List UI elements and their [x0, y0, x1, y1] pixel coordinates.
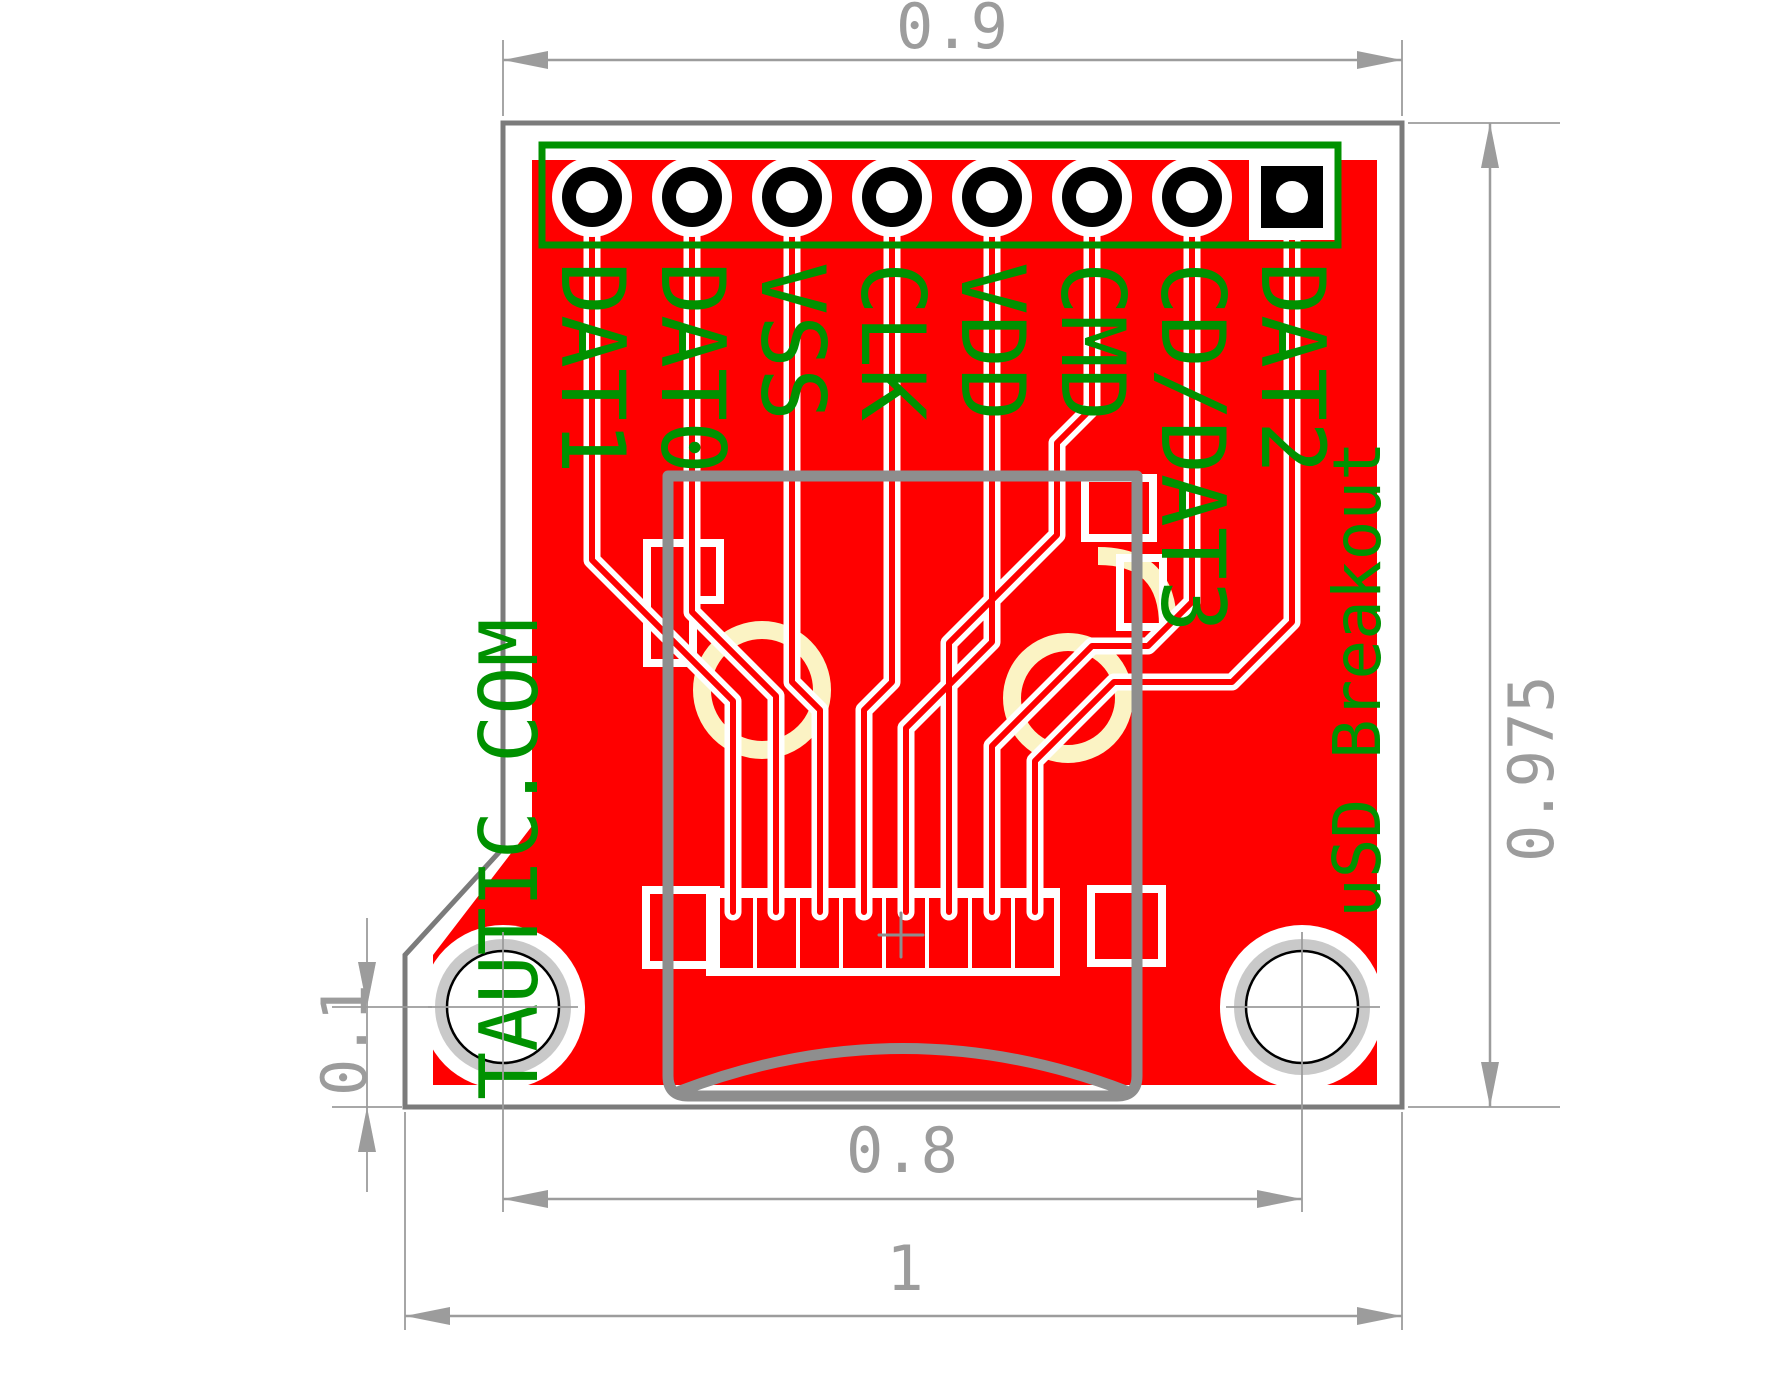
trace-cd-dat3 — [989, 194, 1195, 915]
dim-board-height: 0.975 — [1408, 122, 1568, 1108]
socket-origin-cross — [877, 911, 925, 959]
pin-labels: DAT1 DAT0 VSS CLK VDD CMD CD/DAT3 DAT2 — [541, 262, 1344, 633]
pin-label-dat1: DAT1 — [541, 262, 644, 474]
dim-top-width-value: 0.9 — [896, 0, 1008, 63]
card-edge-arc — [674, 1043, 1132, 1097]
header-pins — [552, 154, 1335, 240]
brand-silkscreen-text: TAUTIC.COM — [463, 618, 556, 1100]
pin-label-dat2: DAT2 — [1241, 262, 1344, 474]
trace-vss — [789, 194, 823, 915]
pin-label-vdd: VDD — [941, 262, 1044, 421]
dim-board-width-value: 1 — [886, 1232, 923, 1305]
header-silkscreen-box — [538, 141, 1342, 249]
docu-layer-marks — [693, 547, 1177, 763]
pin-label-cd-dat3: CD/DAT3 — [1141, 262, 1244, 633]
trace-dat2 — [1032, 194, 1295, 915]
product-silkscreen-text: uSD Breakout — [1319, 441, 1396, 918]
pin-label-cmd: CMD — [1041, 262, 1144, 421]
trace-cmd — [946, 194, 1095, 915]
socket-pad-row — [706, 888, 1060, 976]
socket-outline — [662, 470, 1143, 1102]
dim-hole-span-value: 0.8 — [846, 1114, 958, 1187]
dim-board-width: 1 — [404, 1112, 1403, 1330]
pin-label-clk: CLK — [841, 262, 944, 421]
trace-dat0 — [689, 194, 779, 915]
hole-crosshairs — [428, 932, 1380, 1212]
dim-top-width: 0.9 — [502, 0, 1403, 116]
dim-hole-span: 0.8 — [503, 1114, 1302, 1208]
pin-label-vss: VSS — [741, 262, 844, 421]
dim-hole-edge-offset-value: 0.1 — [308, 984, 381, 1096]
dim-hole-edge-offset: 0.1 — [308, 918, 432, 1192]
dim-board-height-value: 0.975 — [1495, 675, 1568, 862]
pin-label-dat0: DAT0 — [641, 262, 744, 474]
socket-mount-pad-left — [642, 886, 720, 969]
trace-clk — [861, 194, 895, 915]
socket-mount-pad-right — [1087, 885, 1166, 967]
